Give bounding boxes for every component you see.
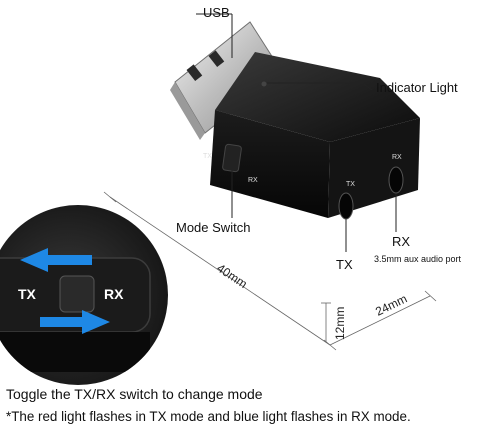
tx-label: TX bbox=[336, 257, 353, 272]
device-tx-label: TX bbox=[203, 153, 212, 160]
caption-line-1: Toggle the TX/RX switch to change mode bbox=[6, 386, 263, 402]
mode-switch-label: Mode Switch bbox=[176, 220, 251, 235]
audio-port-label: 3.5mm aux audio port bbox=[374, 254, 462, 264]
usb-label: USB bbox=[203, 5, 230, 20]
indicator-light bbox=[261, 81, 267, 87]
caption-line-2: *The red light flashes in TX mode and bl… bbox=[6, 409, 411, 424]
dimension-lines bbox=[103, 191, 437, 351]
zoom-tx-label: TX bbox=[18, 286, 37, 302]
tx-jack bbox=[338, 192, 354, 220]
arrow-right-icon bbox=[40, 310, 110, 334]
zoom-mode-switch[interactable] bbox=[59, 275, 95, 313]
adapter-body bbox=[210, 52, 420, 220]
callout-lines bbox=[196, 13, 397, 252]
device-mode-switch[interactable] bbox=[222, 143, 242, 173]
usb-connector bbox=[170, 21, 283, 140]
indicator-light-label: Indicator Light bbox=[376, 80, 458, 95]
device-tx-label-2: TX bbox=[346, 181, 355, 188]
arrow-left-icon bbox=[20, 248, 92, 272]
dim-length: 40mm bbox=[214, 261, 249, 291]
zoom-rx-label: RX bbox=[104, 286, 124, 302]
device-rx-label-2: RX bbox=[392, 154, 402, 161]
rx-jack bbox=[388, 166, 404, 194]
dim-height: 12mm bbox=[333, 307, 347, 340]
device-rx-label: RX bbox=[248, 177, 258, 184]
switch-zoom-detail: TX RX bbox=[0, 205, 168, 385]
rx-label: RX bbox=[392, 234, 411, 249]
